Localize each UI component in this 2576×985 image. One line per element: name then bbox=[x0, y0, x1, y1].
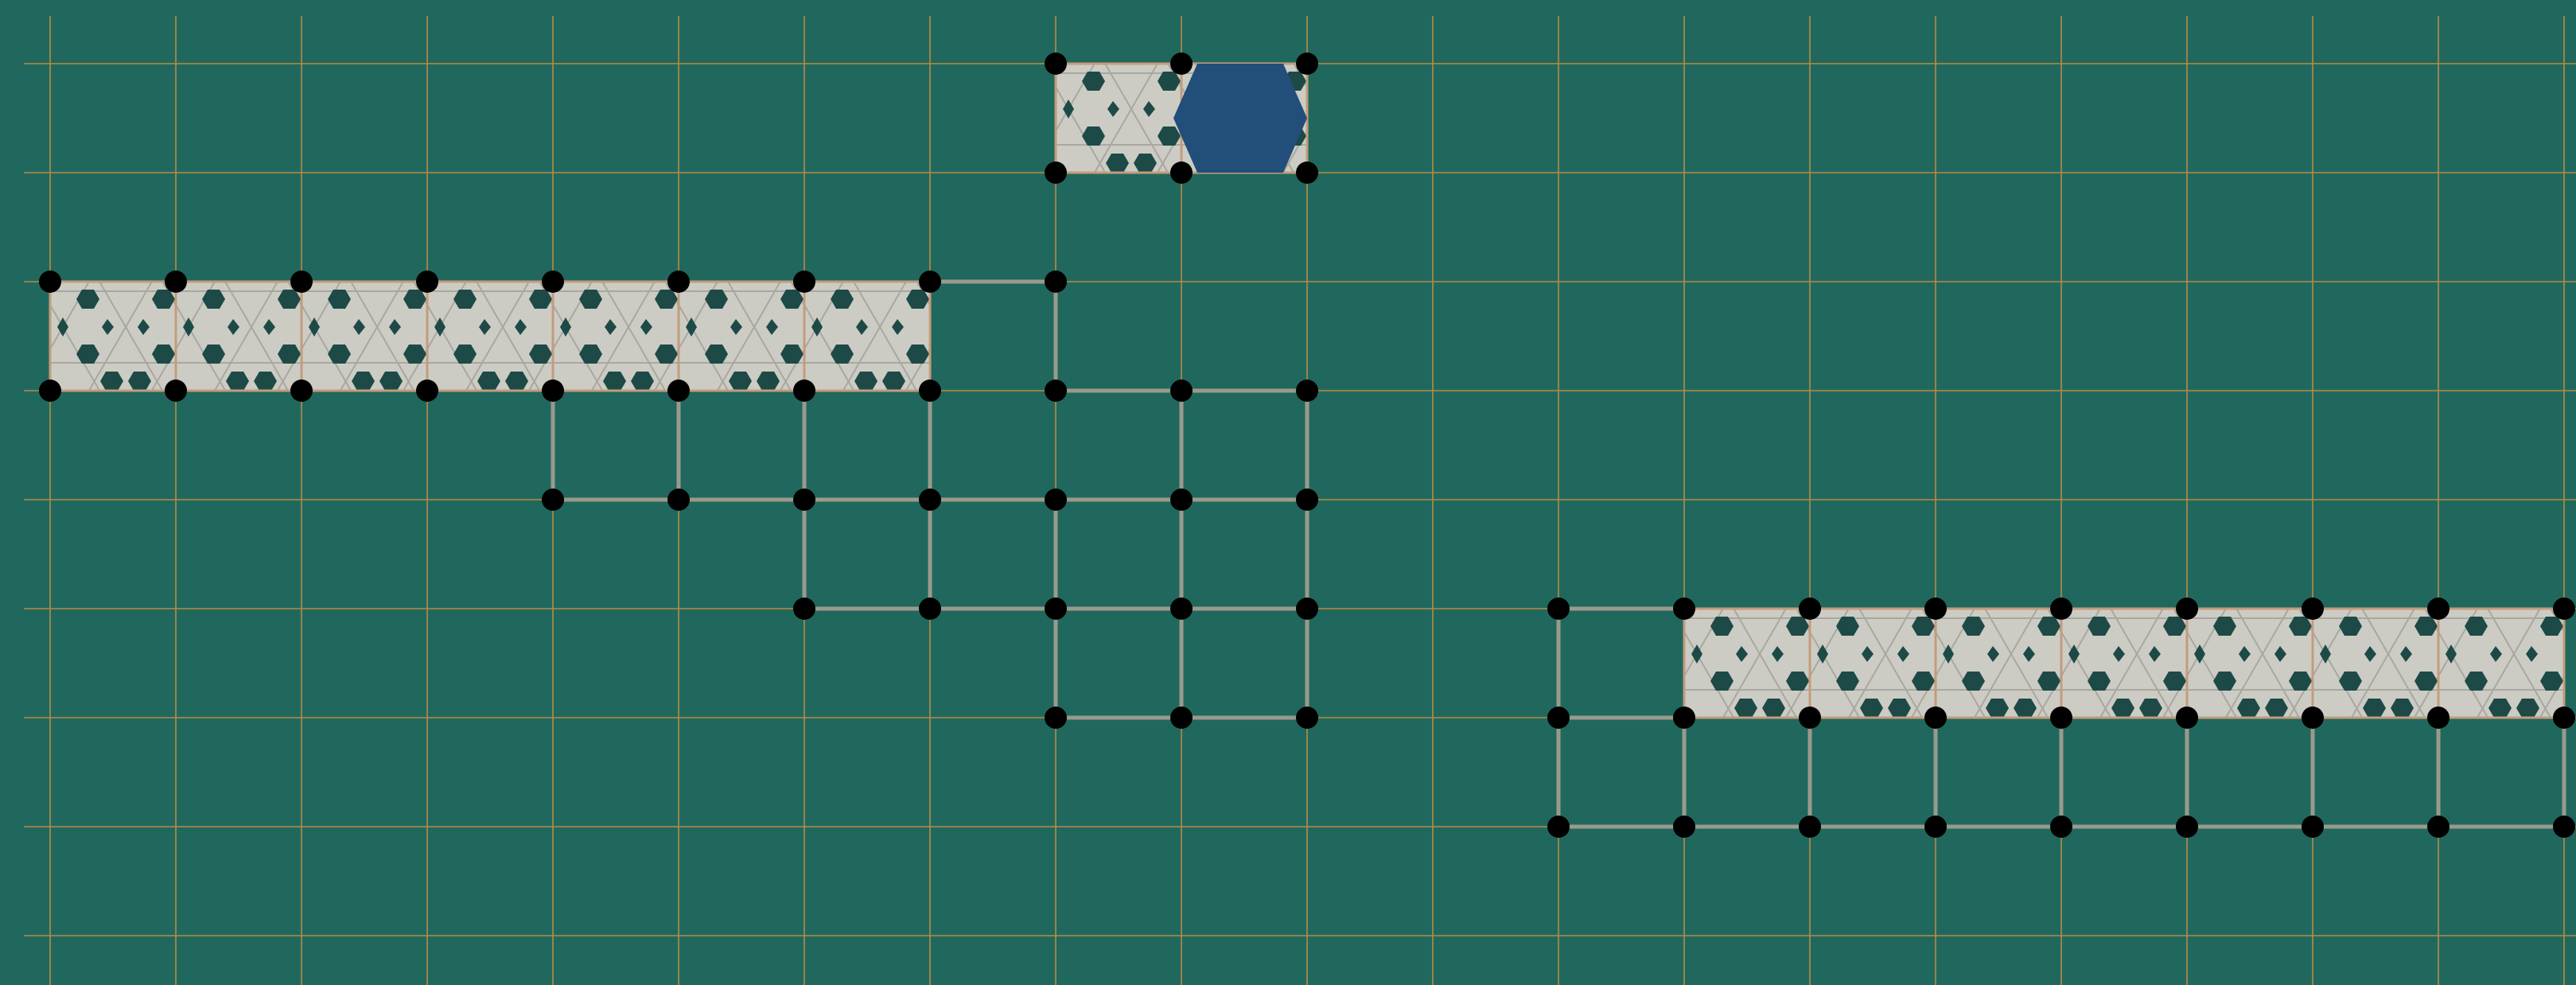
patterned-tile bbox=[2187, 609, 2313, 718]
vertex-dot-icon bbox=[39, 271, 61, 293]
vertex-dot-icon bbox=[416, 380, 438, 402]
patterned-tile bbox=[804, 282, 930, 391]
blue-hexagon-icon bbox=[1173, 64, 1307, 173]
patterned-tile bbox=[176, 282, 302, 391]
vertex-dot-icon bbox=[1170, 707, 1193, 729]
vertex-dot-icon bbox=[2302, 598, 2324, 620]
vertex-dot-icon bbox=[1296, 380, 1318, 402]
patterned-tile bbox=[50, 282, 176, 391]
patterned-tile bbox=[427, 282, 553, 391]
patterned-tile bbox=[1936, 609, 2061, 718]
vertex-dot-icon bbox=[667, 489, 690, 511]
patterned-tile bbox=[302, 282, 427, 391]
vertex-dot-icon bbox=[1170, 598, 1193, 620]
vertex-dot-icon bbox=[919, 271, 941, 293]
patterned-tile bbox=[1810, 609, 1936, 718]
vertex-dot-icon bbox=[667, 380, 690, 402]
vertex-dot-icon bbox=[1296, 53, 1318, 75]
vertex-dot-icon bbox=[667, 271, 690, 293]
vertex-dot-icon bbox=[2176, 816, 2198, 838]
vertex-dot-icon bbox=[2427, 707, 2450, 729]
vertex-dot-icon bbox=[1296, 489, 1318, 511]
vertex-dot-icon bbox=[2302, 816, 2324, 838]
vertex-dot-icon bbox=[2427, 816, 2450, 838]
vertex-dot-icon bbox=[1547, 598, 1570, 620]
vertex-dot-icon bbox=[2553, 816, 2575, 838]
patterned-tile bbox=[2061, 609, 2187, 718]
vertex-dot-icon bbox=[793, 271, 815, 293]
vertex-dot-icon bbox=[1799, 816, 1821, 838]
vertex-dot-icon bbox=[1673, 707, 1695, 729]
vertex-dot-icon bbox=[290, 271, 313, 293]
vertex-dot-icon bbox=[1170, 380, 1193, 402]
patterned-tile bbox=[1684, 609, 1810, 718]
vertex-dot-icon bbox=[1045, 489, 1067, 511]
vertex-dot-icon bbox=[1045, 162, 1067, 184]
vertex-dot-icon bbox=[2553, 707, 2575, 729]
vertex-dot-icon bbox=[165, 271, 187, 293]
vertex-dot-icon bbox=[2302, 707, 2324, 729]
vertex-dot-icon bbox=[1547, 816, 1570, 838]
vertex-dot-icon bbox=[2050, 707, 2072, 729]
vertex-dot-icon bbox=[2050, 816, 2072, 838]
vertex-dot-icon bbox=[919, 489, 941, 511]
patterned-tile bbox=[679, 282, 804, 391]
vertex-dot-icon bbox=[542, 380, 564, 402]
vertex-dot-icon bbox=[919, 380, 941, 402]
vertex-dot-icon bbox=[793, 598, 815, 620]
vertex-dot-icon bbox=[2176, 598, 2198, 620]
vertex-dot-icon bbox=[1296, 598, 1318, 620]
vertex-dot-icon bbox=[1045, 598, 1067, 620]
vertex-dot-icon bbox=[1045, 53, 1067, 75]
vertex-dot-icon bbox=[416, 271, 438, 293]
vertex-dot-icon bbox=[39, 380, 61, 402]
vertex-dot-icon bbox=[1673, 598, 1695, 620]
vertex-dot-icon bbox=[1045, 707, 1067, 729]
vertex-dot-icon bbox=[1924, 598, 1947, 620]
patterned-tile bbox=[2438, 609, 2564, 718]
vertex-dot-icon bbox=[1799, 598, 1821, 620]
vertex-dot-icon bbox=[2176, 707, 2198, 729]
vertex-dot-icon bbox=[1924, 707, 1947, 729]
patterned-tile bbox=[553, 282, 679, 391]
vertex-dot-icon bbox=[1170, 53, 1193, 75]
vertex-dot-icon bbox=[1296, 707, 1318, 729]
hexagon-layer bbox=[1173, 64, 1307, 173]
vertex-dot-icon bbox=[1547, 707, 1570, 729]
vertex-dot-icon bbox=[1799, 707, 1821, 729]
vertex-dot-icon bbox=[1045, 271, 1067, 293]
vertex-dot-icon bbox=[1924, 816, 1947, 838]
vertex-dot-icon bbox=[1170, 162, 1193, 184]
vertex-dot-icon bbox=[2050, 598, 2072, 620]
vertex-dot-icon bbox=[919, 598, 941, 620]
vertex-dot-icon bbox=[165, 380, 187, 402]
vertex-dot-icon bbox=[542, 271, 564, 293]
patterned-tile bbox=[2313, 609, 2438, 718]
vertex-dot-icon bbox=[793, 380, 815, 402]
vertex-dot-icon bbox=[1296, 162, 1318, 184]
vertex-dot-icon bbox=[542, 489, 564, 511]
vertex-dot-icon bbox=[1673, 816, 1695, 838]
vertex-dot-icon bbox=[2427, 598, 2450, 620]
vertex-dot-icon bbox=[1045, 380, 1067, 402]
patterned-tile bbox=[1056, 64, 1181, 173]
vertex-dot-icon bbox=[290, 380, 313, 402]
vertex-dot-icon bbox=[1170, 489, 1193, 511]
vertex-dot-icon bbox=[793, 489, 815, 511]
vertex-dot-icon bbox=[2553, 598, 2575, 620]
